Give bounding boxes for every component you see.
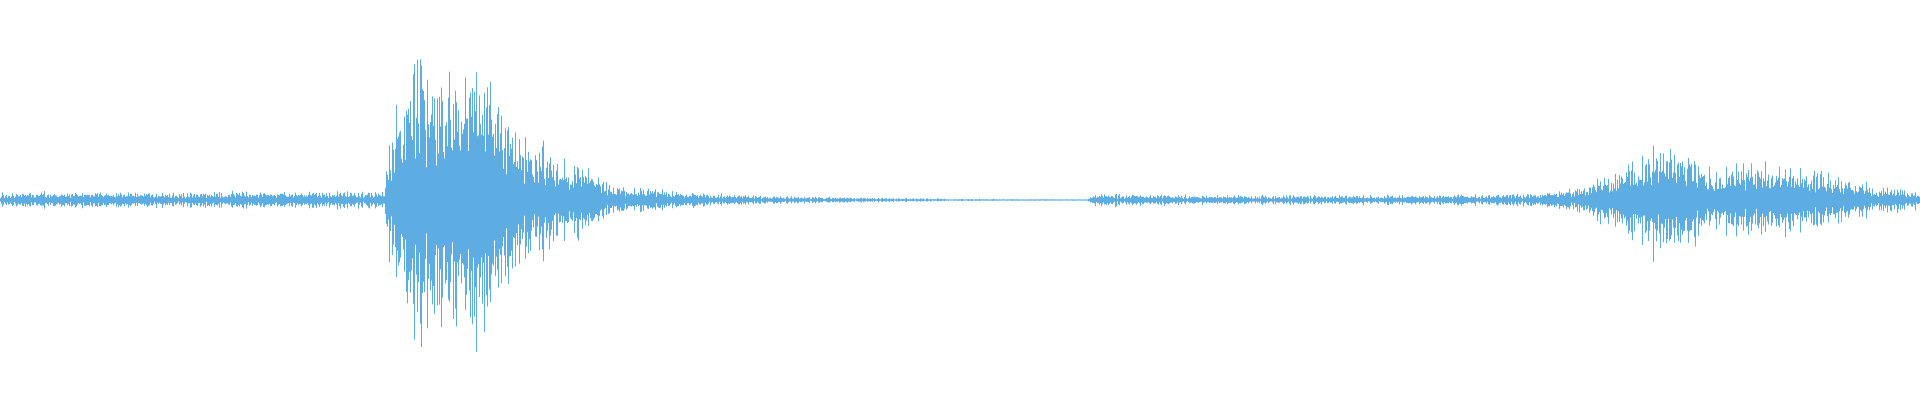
waveform-path (0, 59, 1920, 352)
waveform-samples (0, 59, 1920, 352)
